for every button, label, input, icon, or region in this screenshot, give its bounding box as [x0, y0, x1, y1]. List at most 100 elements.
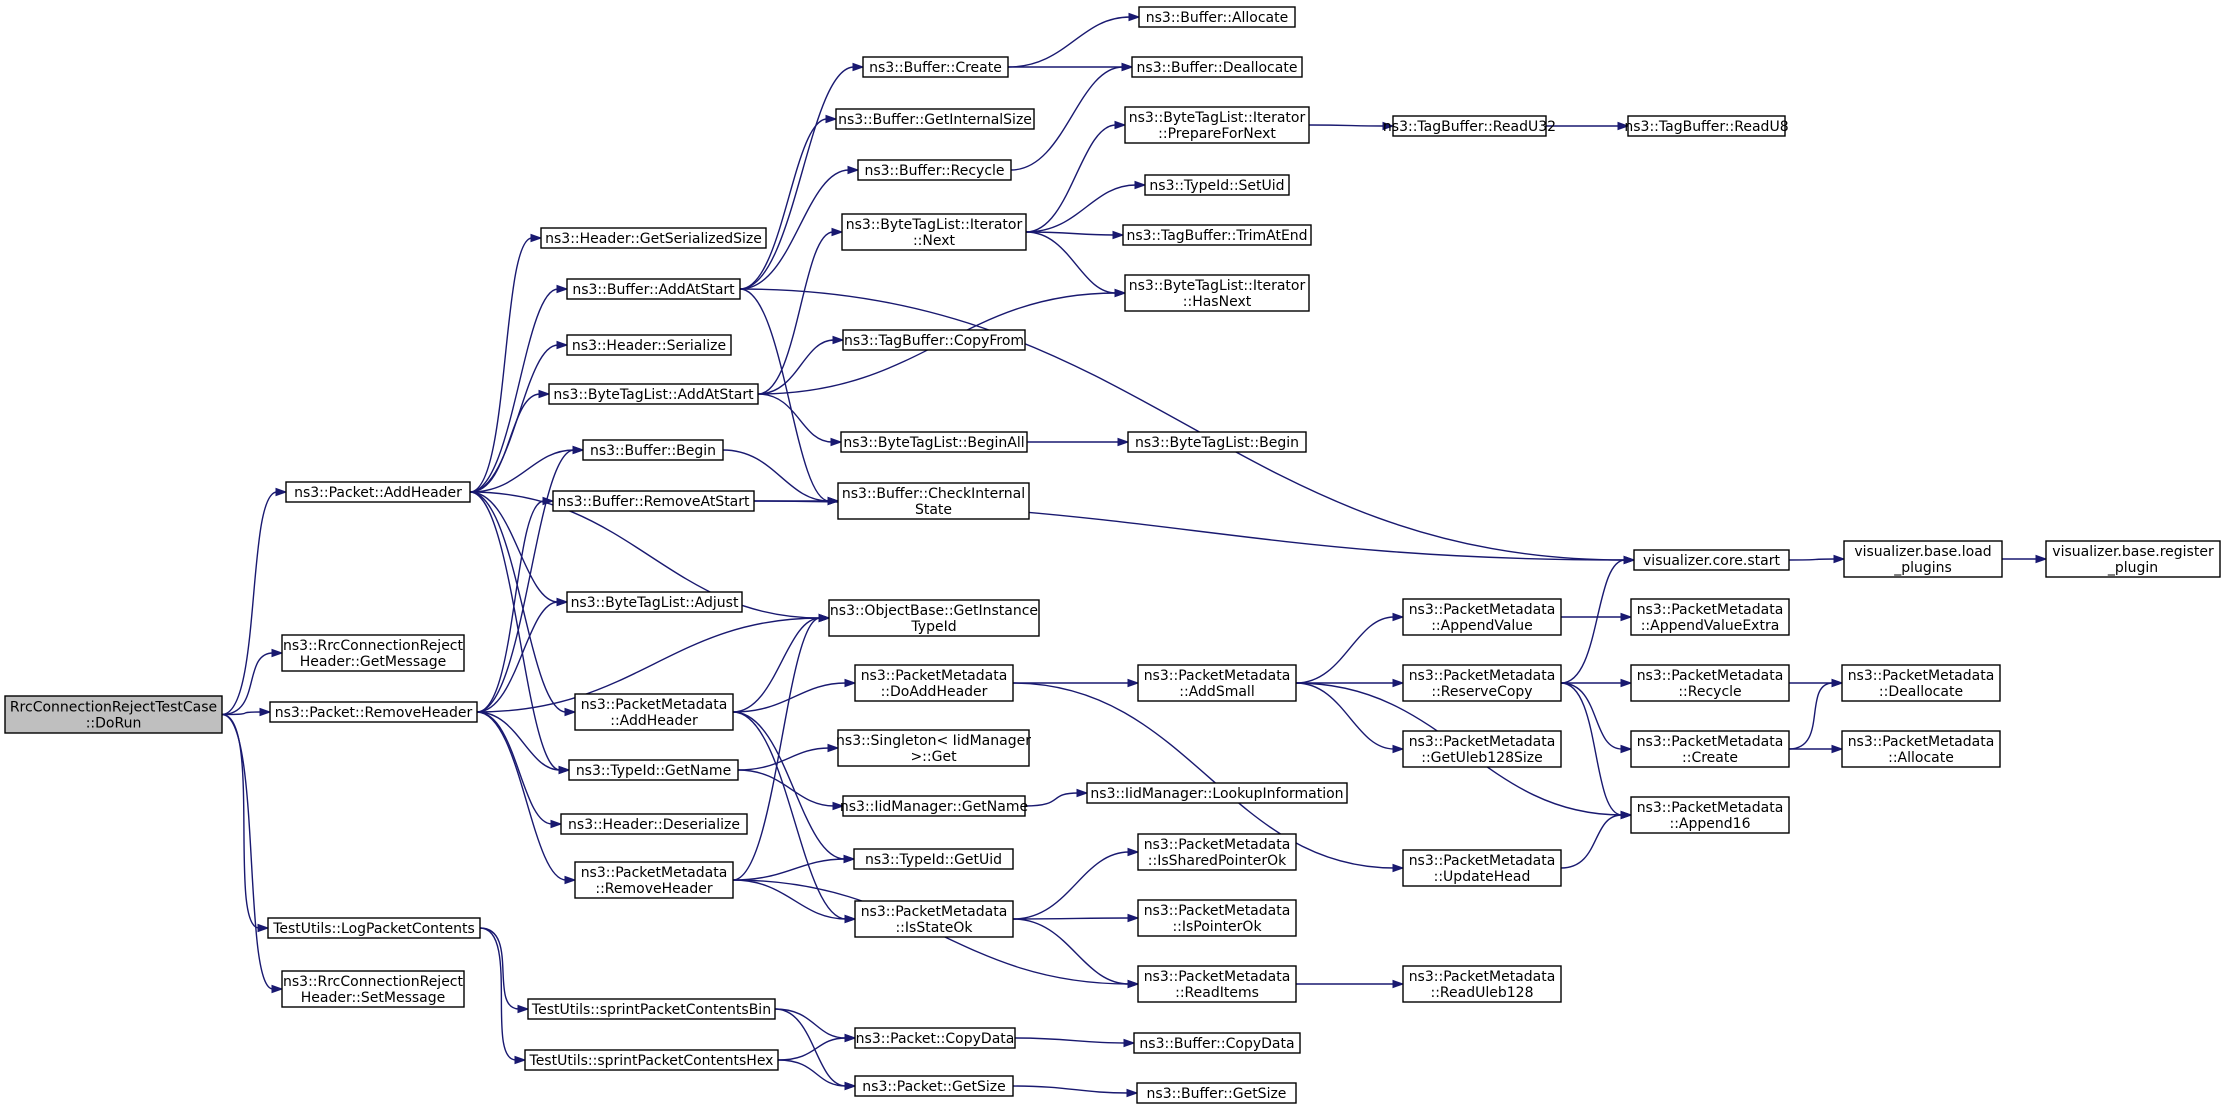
arrowhead-pmdah-to-pmas [1127, 678, 1140, 688]
node-hser[interactable]: ns3::Header::Serialize [566, 334, 732, 356]
node-box [1137, 899, 1297, 937]
node-ball[interactable]: ns3::Buffer::Allocate [1138, 6, 1296, 28]
node-lpc[interactable]: TestUtils::LogPacketContents [267, 917, 481, 939]
node-pmrc[interactable]: ns3::PacketMetadata::ReserveCopy [1402, 664, 1562, 702]
node-vblp[interactable]: visualizer.base.load_plugins [1843, 540, 2003, 578]
node-bcd[interactable]: ns3::Buffer::CopyData [1133, 1032, 1301, 1054]
node-pmipo[interactable]: ns3::PacketMetadata::IsPointerOk [1137, 899, 1297, 937]
node-pmiso[interactable]: ns3::PacketMetadata::IsStateOk [854, 900, 1014, 938]
node-pmgu[interactable]: ns3::PacketMetadata::GetUleb128Size [1402, 730, 1562, 768]
edge-pah-to-baas [469, 288, 559, 493]
arrowhead-prh-to-tgn [558, 765, 571, 775]
node-label: ns3::Packet::AddHeader [294, 485, 462, 501]
node-box [552, 490, 755, 512]
arrowhead-prh-to-btadj [556, 597, 569, 607]
edge-btin-to-tbtae [1025, 231, 1115, 236]
node-pgs[interactable]: ns3::Packet::GetSize [854, 1075, 1014, 1097]
node-box [568, 759, 739, 781]
edge-prh-to-tgn [476, 711, 561, 771]
node-label: ::PrepareForNext [1158, 126, 1276, 142]
node-tgu[interactable]: ns3::TypeId::GetUid [853, 848, 1014, 870]
node-bcre[interactable]: ns3::Buffer::Create [862, 56, 1009, 78]
node-spch[interactable]: TestUtils::sprintPacketContentsHex [524, 1049, 779, 1071]
edge-pmiso-to-pmispo [1012, 851, 1130, 920]
node-pmdea[interactable]: ns3::PacketMetadata::Deallocate [1841, 664, 2001, 702]
node-bgis[interactable]: ns3::Buffer::GetInternalSize [835, 108, 1035, 130]
node-label: ::HasNext [1183, 294, 1252, 310]
node-pmall[interactable]: ns3::PacketMetadata::Allocate [1841, 730, 2001, 768]
node-bras[interactable]: ns3::Buffer::RemoveAtStart [552, 490, 755, 512]
node-spcb[interactable]: TestUtils::sprintPacketContentsBin [527, 998, 776, 1020]
node-pah[interactable]: ns3::Packet::AddHeader [285, 481, 471, 503]
node-label: ::Recycle [1678, 684, 1741, 700]
node-pmrh[interactable]: ns3::PacketMetadata::RemoveHeader [574, 861, 734, 899]
node-pcd[interactable]: ns3::Packet::CopyData [854, 1027, 1016, 1049]
node-box [854, 900, 1014, 938]
node-hgs[interactable]: ns3::Header::GetSerializedSize [540, 227, 767, 249]
node-bbeg[interactable]: ns3::Buffer::Begin [582, 439, 724, 461]
node-pmah[interactable]: ns3::PacketMetadata::AddHeader [574, 693, 734, 731]
node-box [267, 917, 481, 939]
node-pmuh[interactable]: ns3::PacketMetadata::UpdateHead [1402, 849, 1562, 887]
node-label: _plugins [1893, 560, 1952, 576]
node-label: ns3::Header::GetSerializedSize [545, 231, 762, 247]
node-root[interactable]: RrcConnectionRejectTestCase::DoRun [4, 695, 223, 734]
node-label: ns3::PacketMetadata [1409, 668, 1556, 684]
node-tsu[interactable]: ns3::TypeId::SetUid [1144, 174, 1290, 196]
edge-prh-to-btadj [476, 601, 559, 713]
edge-pmah-to-pmdah [732, 682, 847, 713]
node-btin[interactable]: ns3::ByteTagList::Iterator::Next [841, 213, 1027, 251]
edge-pmrc-to-pmcre [1560, 682, 1623, 750]
node-vbrp[interactable]: visualizer.base.register_plugin [2045, 540, 2221, 578]
edge-pah-to-obgi [469, 491, 821, 619]
node-prh[interactable]: ns3::Packet::RemoveHeader [269, 701, 478, 723]
node-btihn[interactable]: ns3::ByteTagList::Iterator::HasNext [1124, 274, 1310, 312]
arrowhead-pmrh-to-obgi [818, 613, 831, 623]
node-imli[interactable]: ns3::IidManager::LookupInformation [1086, 782, 1348, 804]
node-baas[interactable]: ns3::Buffer::AddAtStart [566, 278, 741, 300]
node-bgsz[interactable]: ns3::Buffer::GetSize [1136, 1082, 1297, 1104]
node-tbcf[interactable]: ns3::TagBuffer::CopyFrom [842, 329, 1026, 351]
node-pmri[interactable]: ns3::PacketMetadata::ReadItems [1137, 965, 1297, 1003]
node-box [1633, 549, 1790, 571]
node-pmrec[interactable]: ns3::PacketMetadata::Recycle [1630, 664, 1790, 702]
node-btaas[interactable]: ns3::ByteTagList::AddAtStart [548, 383, 759, 405]
node-bdea[interactable]: ns3::Buffer::Deallocate [1131, 56, 1303, 78]
node-tbr8[interactable]: ns3::TagBuffer::ReadU8 [1624, 115, 1789, 137]
node-btadj[interactable]: ns3::ByteTagList::Adjust [566, 591, 743, 613]
node-pmispo[interactable]: ns3::PacketMetadata::IsSharedPointerOk [1137, 833, 1297, 871]
node-box [1630, 730, 1790, 768]
node-sig[interactable]: ns3::Singleton< IidManager>::Get [836, 729, 1031, 767]
node-label: ns3::ByteTagList::Iterator [1129, 110, 1306, 126]
node-brec[interactable]: ns3::Buffer::Recycle [857, 159, 1012, 181]
node-pmcre[interactable]: ns3::PacketMetadata::Create [1630, 730, 1790, 768]
arrowhead-imgn-to-imli [1076, 788, 1089, 798]
edge-prh-to-bras [476, 500, 545, 713]
node-hdes[interactable]: ns3::Header::Deserialize [560, 813, 748, 835]
node-rsm[interactable]: ns3::RrcConnectionRejectHeader::SetMessa… [281, 970, 465, 1008]
node-pmdah[interactable]: ns3::PacketMetadata::DoAddHeader [854, 664, 1014, 702]
node-tbr32[interactable]: ns3::TagBuffer::ReadU32 [1383, 115, 1556, 137]
node-label: ns3::ByteTagList::Adjust [571, 595, 739, 611]
node-pmave[interactable]: ns3::PacketMetadata::AppendValueExtra [1630, 598, 1790, 636]
node-tbtae[interactable]: ns3::TagBuffer::TrimAtEnd [1122, 224, 1312, 246]
node-tgn[interactable]: ns3::TypeId::GetName [568, 759, 739, 781]
arrowhead-pmdah-to-pmuh [1392, 863, 1405, 873]
node-btb[interactable]: ns3::ByteTagList::Begin [1127, 431, 1307, 453]
node-pmru[interactable]: ns3::PacketMetadata::ReadUleb128 [1402, 965, 1562, 1003]
node-label: RrcConnectionRejectTestCase [10, 700, 217, 716]
node-pma16[interactable]: ns3::PacketMetadata::Append16 [1630, 796, 1790, 834]
node-btba[interactable]: ns3::ByteTagList::BeginAll [840, 431, 1028, 453]
node-box [1144, 174, 1290, 196]
node-rgm[interactable]: ns3::RrcConnectionRejectHeader::GetMessa… [281, 634, 465, 672]
node-pmas[interactable]: ns3::PacketMetadata::AddSmall [1137, 664, 1297, 702]
node-btipn[interactable]: ns3::ByteTagList::Iterator::PrepareForNe… [1124, 106, 1310, 144]
arrowhead-baas-to-brec [847, 165, 860, 175]
node-label: ns3::ByteTagList::AddAtStart [553, 387, 754, 403]
edge-pgs-to-bgsz [1012, 1085, 1129, 1094]
node-vcs[interactable]: visualizer.core.start [1633, 549, 1790, 571]
node-pmav[interactable]: ns3::PacketMetadata::AppendValue [1402, 598, 1562, 636]
node-imgn[interactable]: ns3::IidManager::GetName [840, 795, 1028, 817]
